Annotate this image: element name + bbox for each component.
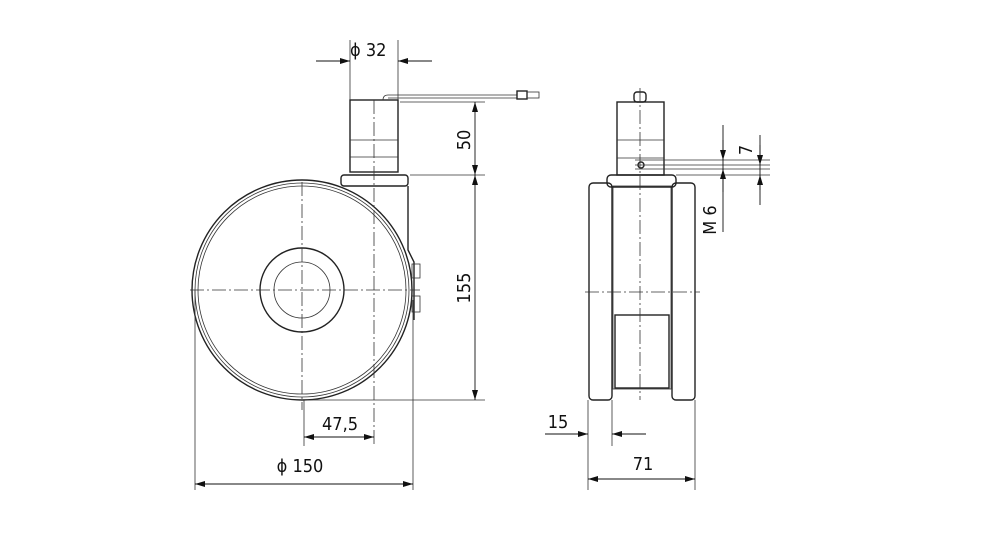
dim-thread: M 6 — [700, 205, 721, 234]
front-view: M 6 7 15 71 — [545, 88, 770, 490]
brake-clip — [411, 263, 421, 279]
hub-lower — [614, 314, 670, 389]
left-wheel — [588, 182, 613, 401]
right-wheel — [671, 182, 696, 401]
dim-overall-width: 71 — [633, 454, 654, 475]
connector — [516, 90, 528, 100]
flange — [606, 174, 677, 188]
dim-thread-offset: 7 — [736, 145, 757, 155]
cable — [382, 90, 540, 101]
dim-stem-diameter: ϕ 32 — [350, 40, 386, 61]
dim-overall-height: 155 — [454, 273, 475, 304]
dim-tread-width: 15 — [548, 412, 569, 433]
flange — [340, 174, 409, 187]
brake-clip — [411, 295, 421, 313]
hub-body — [612, 185, 672, 390]
side-view: ϕ 32 50 155 47,5 ϕ 150 — [190, 40, 540, 490]
stem — [616, 101, 665, 176]
fork-body — [407, 186, 415, 320]
dim-offset: 47,5 — [322, 414, 358, 435]
stem — [340, 99, 421, 320]
dim-stem-height: 50 — [454, 130, 475, 151]
dim-wheel-diameter: ϕ 150 — [277, 456, 324, 477]
